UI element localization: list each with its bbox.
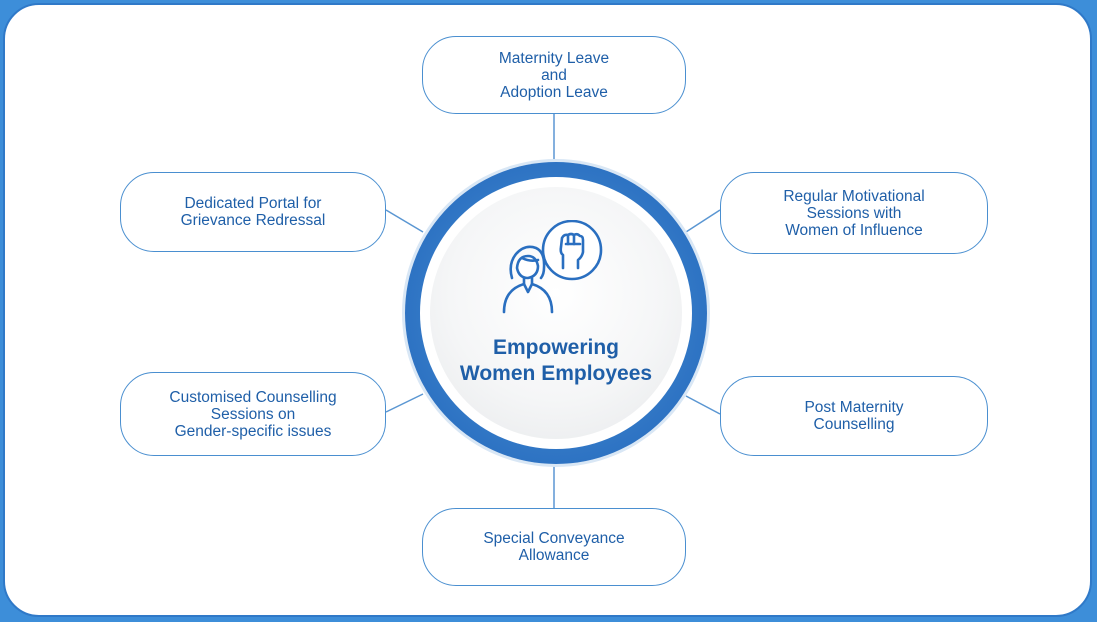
node-maternity-leave: Maternity Leave and Adoption Leave <box>422 36 686 114</box>
node-label: Regular Motivational Sessions with Women… <box>783 187 925 239</box>
hub-title: Empowering Women Employees <box>430 335 682 387</box>
node-label: Post Maternity Counselling <box>804 399 904 433</box>
node-grievance-portal: Dedicated Portal for Grievance Redressal <box>120 172 386 252</box>
hub-title-line2: Women Employees <box>459 362 653 385</box>
connector-top-right <box>685 209 721 233</box>
node-motivational-sessions: Regular Motivational Sessions with Women… <box>720 172 988 254</box>
connector-bottom-right <box>685 395 721 415</box>
node-label: Maternity Leave and Adoption Leave <box>498 49 610 101</box>
hub-title-line1: Empowering <box>492 336 619 359</box>
node-label: Dedicated Portal for Grievance Redressal <box>180 195 326 229</box>
node-label: Customised Counselling Sessions on Gende… <box>169 388 337 440</box>
connector-top-left <box>385 209 424 233</box>
woman-with-raised-fist-icon <box>502 220 603 314</box>
node-post-maternity-counselling: Post Maternity Counselling <box>720 376 988 456</box>
connector-bottom-left <box>385 393 424 413</box>
node-customised-counselling: Customised Counselling Sessions on Gende… <box>120 372 386 456</box>
node-label: Special Conveyance Allowance <box>483 530 625 564</box>
node-special-conveyance-allowance: Special Conveyance Allowance <box>422 508 686 586</box>
